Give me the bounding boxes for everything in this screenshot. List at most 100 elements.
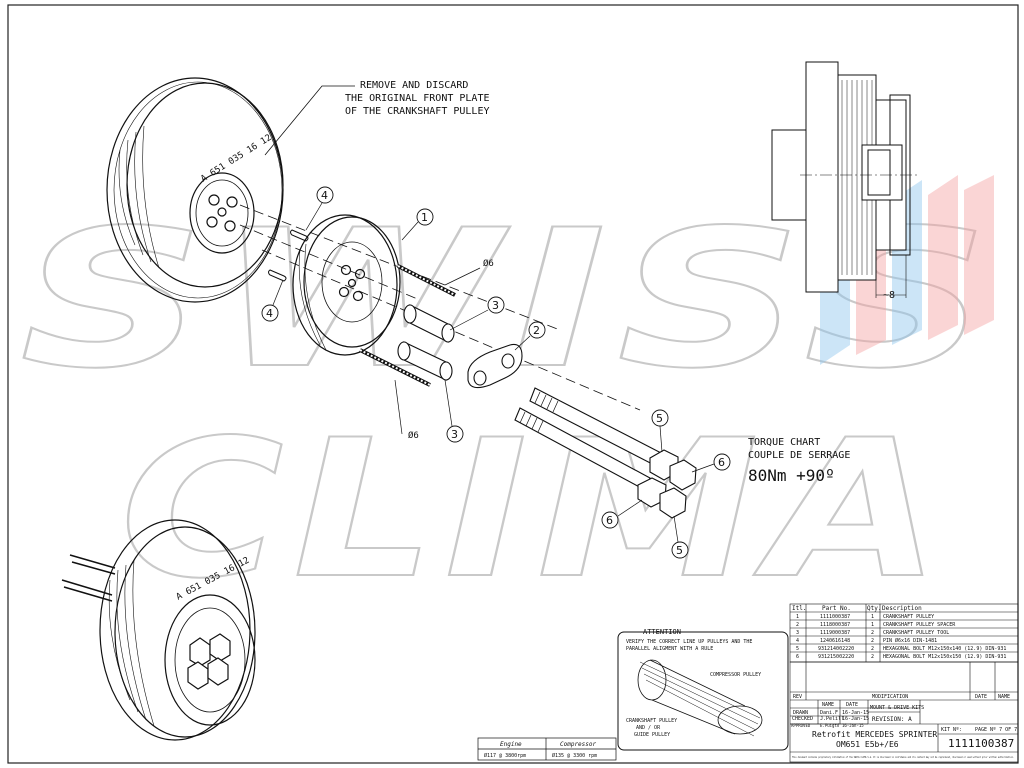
- tb-title-line2: OM651 E5b+/E6: [836, 740, 899, 749]
- speed-value-compressor: Ø135 @ 3300 rpm: [552, 752, 597, 759]
- bom-row3-qty: 2: [871, 630, 874, 636]
- note-remove-line2: THE ORIGINAL FRONT PLATE: [345, 93, 490, 104]
- tb-approved-label: APPROVED: [791, 723, 811, 728]
- bom-row3-part: 1119000387: [820, 630, 850, 636]
- tb-checked-date: 16-Jan-15: [842, 716, 869, 722]
- tb-name: NAME: [998, 694, 1010, 700]
- tb-col-date: DATE: [846, 702, 858, 708]
- tb-approved-name: E.Puigtó: [820, 723, 840, 728]
- attention-crank-label1: CRANKSHAFT PULLEY: [626, 718, 677, 724]
- bom-row3-item: 3: [796, 630, 799, 636]
- bom-row5-desc: HEXAGONAL BOLT M12x150x140 (12.9) DIN-93…: [883, 646, 1006, 652]
- tb-drawn-date: 16-Jan-15: [842, 710, 869, 716]
- bom-row4-part: 1240616148: [820, 638, 850, 644]
- pulley-spacer-part2: [467, 343, 523, 389]
- tb-checked-label: CHECKED: [792, 716, 813, 722]
- torque-value: 80Nm +90º: [748, 466, 835, 485]
- tb-kit-number: 1111100387: [948, 737, 1014, 750]
- title-block: [789, 661, 1019, 763]
- bom-row2-part: 1118000387: [820, 622, 850, 628]
- tb-rev: REV: [793, 694, 802, 700]
- bom-rows: 1 1111000387 1 CRANKSHAFT PULLEY 2 11180…: [796, 614, 1006, 660]
- attention-crank-label3: GUIDE PULLEY: [634, 732, 670, 738]
- note-remove-discard: REMOVE AND DISCARD THE ORIGINAL FRONT PL…: [264, 80, 490, 156]
- bom-row1-desc: CRANKSHAFT PULLEY: [883, 614, 934, 620]
- tb-kit-type: MOUNT & DRIVE KITS: [870, 705, 924, 711]
- bom-header-qty: Qty.: [867, 605, 881, 612]
- tb-col-name: NAME: [822, 702, 834, 708]
- callout-5-bottom: 5: [676, 544, 683, 557]
- dia-label-bottom: Ø6: [408, 430, 419, 441]
- callout-5-top: 5: [656, 412, 663, 425]
- tb-drawn-label: DRAWN: [793, 710, 808, 716]
- tb-kit-label: KIT Nº:: [941, 727, 962, 733]
- bom-row1-part: 1111000387: [820, 614, 850, 620]
- assembled-pulley: [61, 519, 256, 741]
- speed-value-engine: Ø117 @ 3800rpm: [484, 752, 526, 759]
- tb-revision: REVISION: A: [872, 716, 912, 723]
- speed-header-engine: Engine: [500, 741, 522, 748]
- bom-row2-desc: CRANKSHAFT PULLEY SPACER: [883, 622, 956, 628]
- bom-row1-qty: 1: [871, 614, 874, 620]
- note-remove-line3: OF THE CRANKSHAFT PULLEY: [345, 106, 490, 117]
- callout-3-bottom: 3: [451, 428, 458, 441]
- torque-title: TORQUE CHART: [748, 437, 820, 448]
- callout-4-bottom: 4: [266, 307, 273, 320]
- bom-row4-item: 4: [796, 638, 799, 644]
- threaded-rods: [359, 264, 456, 387]
- tb-disclaimer: This document contains proprietary infor…: [792, 756, 1014, 759]
- attention-line1: VERIFY THE CORRECT LINE UP PULLEYS AND T…: [626, 639, 752, 645]
- bom-header-item: Itl.: [792, 605, 806, 612]
- bom-row5-item: 5: [796, 646, 799, 652]
- crankshaft-pulley-part1: [292, 214, 401, 356]
- side-offset-dimension: ~8: [883, 290, 895, 301]
- bom-header-partno: Part No.: [822, 605, 851, 612]
- bom-row2-item: 2: [796, 622, 799, 628]
- callouts: [261, 186, 731, 559]
- callout-6-left: 6: [606, 514, 613, 527]
- note-remove-line1: REMOVE AND DISCARD: [360, 80, 468, 91]
- tb-date: DATE: [975, 694, 987, 700]
- attention-line2: PARALLEL ALIGMENT WITH A RULE: [626, 646, 713, 652]
- tb-page: PAGE Nº 7 OF 7: [975, 727, 1017, 733]
- sheet-frame: [7, 4, 1019, 764]
- bom-table: [789, 603, 1019, 663]
- tb-title-line1: Retrofit MERCEDES SPRINTER: [812, 730, 937, 739]
- pulley-side-view: [771, 61, 920, 298]
- tb-checked-name: J.Pelill: [820, 716, 844, 722]
- hex-bolts: [514, 387, 697, 519]
- speed-header-compressor: Compressor: [560, 741, 597, 748]
- bom-header-row: Itl. Part No. Qty. Description: [792, 605, 922, 612]
- bom-row2-qty: 1: [871, 622, 874, 628]
- bom-row5-qty: 2: [871, 646, 874, 652]
- tb-drawn-name: Dani.F: [820, 710, 838, 716]
- bom-header-desc: Description: [882, 605, 922, 612]
- bom-row3-desc: CRANKSHAFT PULLEY TOOL: [883, 630, 949, 636]
- dia-label-top: Ø6: [483, 258, 494, 269]
- callout-2: 2: [533, 324, 540, 337]
- bom-row4-desc: PIN Ø6x16 DIN-1481: [883, 637, 937, 644]
- attention-heading: ATTENTION: [643, 628, 681, 636]
- pulley-tool-part3: [397, 304, 455, 381]
- torque-subtitle: COUPLE DE SERRAGE: [748, 450, 850, 461]
- tb-modification: MODIFICATION: [872, 694, 908, 700]
- bom-row6-desc: HEXAGONAL BOLT M12x150x150 (12.9) DIN-93…: [883, 654, 1006, 660]
- bom-row6-part: 931215002220: [818, 654, 854, 660]
- callout-1: 1: [421, 211, 428, 224]
- attention-crank-label2: AND / OR: [636, 725, 661, 731]
- original-pulley: [106, 77, 284, 303]
- bom-row1-item: 1: [796, 614, 799, 620]
- attention-compressor-label: COMPRESSOR PULLEY: [710, 672, 761, 678]
- belt-alignment-sketch: [637, 659, 763, 737]
- callout-4-top: 4: [321, 189, 328, 202]
- watermark-line2: CLIMA: [120, 399, 950, 620]
- torque-chart: TORQUE CHART COUPLE DE SERRAGE 80Nm +90º: [748, 437, 850, 485]
- attention-box: ATTENTION VERIFY THE CORRECT LINE UP PUL…: [617, 628, 789, 751]
- bom-row6-qty: 2: [871, 654, 874, 660]
- bom-row6-item: 6: [796, 654, 799, 660]
- callout-6-right: 6: [718, 456, 725, 469]
- bom-row5-part: 931214002220: [818, 646, 854, 652]
- speed-table: [477, 737, 617, 761]
- callout-3-top: 3: [492, 299, 499, 312]
